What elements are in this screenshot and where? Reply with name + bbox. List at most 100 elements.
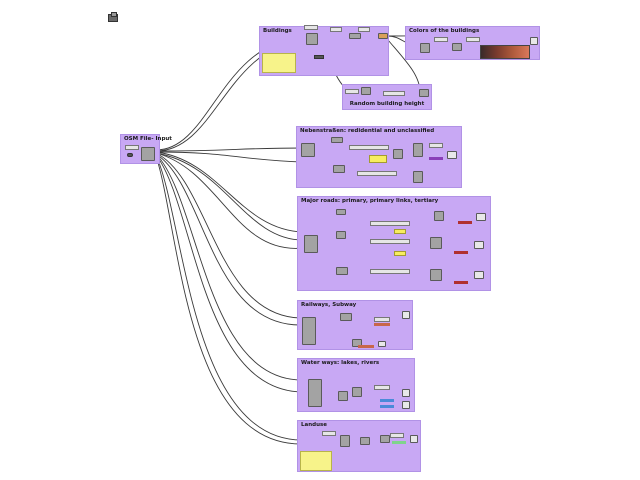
curve-param[interactable]: [314, 55, 324, 59]
param-label[interactable]: [383, 91, 405, 96]
color-swatch[interactable]: [458, 221, 472, 224]
color-swatch[interactable]: [454, 281, 468, 284]
wire: [155, 151, 304, 163]
wire: [155, 147, 304, 152]
group-title: Nebenstraßen: redidential and unclassifi…: [300, 128, 435, 134]
preview-component[interactable]: [476, 213, 486, 221]
filter-component[interactable]: [308, 379, 322, 407]
group-railways[interactable]: Railways, Subway: [297, 300, 413, 350]
param-label[interactable]: [322, 431, 336, 436]
param-label[interactable]: [370, 221, 410, 226]
param-label[interactable]: [304, 25, 318, 30]
file-path-param[interactable]: [125, 145, 139, 150]
pipe-component[interactable]: [413, 143, 423, 157]
construct-component[interactable]: [419, 89, 429, 97]
select-component[interactable]: [340, 313, 352, 321]
preview-component[interactable]: [530, 37, 538, 45]
group-osm-input[interactable]: OSM File- Input: [120, 134, 172, 164]
color-swatch[interactable]: [429, 157, 443, 160]
param-label[interactable]: [370, 239, 410, 244]
select-component[interactable]: [336, 209, 346, 215]
param-label[interactable]: [345, 89, 359, 94]
param-label[interactable]: [390, 433, 404, 438]
filter-component[interactable]: [304, 235, 318, 253]
join-component[interactable]: [393, 149, 403, 159]
file-input-node[interactable]: [127, 153, 133, 157]
select-component[interactable]: [333, 165, 345, 173]
join-component[interactable]: [430, 237, 442, 249]
extrude-component[interactable]: [349, 33, 361, 39]
group-buildings[interactable]: Buildings: [259, 25, 389, 76]
filter-component[interactable]: [306, 33, 318, 45]
param-label[interactable]: [370, 269, 410, 274]
group-random-height[interactable]: Random building height: [342, 84, 432, 110]
wire: [155, 152, 304, 241]
select-component[interactable]: [338, 391, 348, 401]
color-swatch[interactable]: [380, 405, 394, 408]
filter-component[interactable]: [340, 435, 350, 447]
param-label[interactable]: [358, 27, 370, 32]
group-title: Major roads: primary, primary links, ter…: [301, 198, 439, 204]
group-water-ways[interactable]: Water ways: lakes, rivers: [297, 358, 415, 412]
yellow-panel[interactable]: [394, 229, 406, 234]
join-component[interactable]: [413, 171, 423, 183]
remap-component[interactable]: [420, 43, 430, 53]
param-label[interactable]: [466, 37, 480, 42]
join-component[interactable]: [380, 435, 390, 443]
param-label[interactable]: [429, 143, 443, 148]
select-component[interactable]: [352, 387, 362, 397]
group-title: Buildings: [263, 28, 292, 34]
param-label[interactable]: [374, 385, 390, 390]
wire: [155, 153, 303, 381]
join-component[interactable]: [434, 211, 444, 221]
group-title: Random building height: [349, 101, 425, 107]
yellow-panel[interactable]: [369, 155, 387, 163]
toolbar-icon[interactable]: [108, 12, 118, 22]
select-component[interactable]: [336, 231, 346, 239]
color-swatch[interactable]: [392, 441, 406, 444]
filter-component[interactable]: [301, 143, 315, 157]
random-component[interactable]: [361, 87, 371, 95]
preview-component[interactable]: [402, 401, 410, 409]
color-gradient-swatch[interactable]: [480, 45, 530, 59]
wire: [155, 154, 303, 441]
yellow-panel[interactable]: [394, 251, 406, 256]
filter-component[interactable]: [302, 317, 316, 345]
wire: [155, 151, 304, 233]
osm-parse-component[interactable]: [141, 147, 155, 161]
param-label[interactable]: [374, 317, 390, 322]
param-label[interactable]: [357, 171, 397, 176]
group-title: Water ways: lakes, rivers: [301, 360, 380, 366]
color-swatch[interactable]: [380, 399, 394, 402]
select-component[interactable]: [336, 267, 348, 275]
preview-component[interactable]: [402, 311, 410, 319]
group-colors[interactable]: Colors of the buildings: [405, 26, 540, 60]
param-label[interactable]: [349, 145, 389, 150]
gradient-component[interactable]: [452, 43, 462, 51]
select-component[interactable]: [331, 137, 343, 143]
group-nebenstrassen[interactable]: Nebenstraßen: redidential and unclassifi…: [296, 126, 462, 188]
preview-component[interactable]: [410, 435, 418, 443]
preview-component[interactable]: [447, 151, 457, 159]
preview-component[interactable]: [474, 241, 484, 249]
select-component[interactable]: [360, 437, 370, 445]
wire: [155, 152, 304, 249]
select-component[interactable]: [352, 339, 362, 347]
color-swatch[interactable]: [374, 323, 390, 326]
param-label[interactable]: [330, 27, 342, 32]
preview-component[interactable]: [378, 341, 386, 347]
preview-component[interactable]: [474, 271, 484, 279]
preview-component[interactable]: [402, 389, 410, 397]
group-major-roads[interactable]: Major roads: primary, primary links, ter…: [297, 196, 491, 291]
color-swatch[interactable]: [358, 345, 374, 348]
param-label[interactable]: [434, 37, 448, 42]
move-component[interactable]: [378, 33, 388, 39]
group-landuse[interactable]: Landuse: [297, 420, 421, 472]
color-swatch[interactable]: [454, 251, 468, 254]
yellow-panel[interactable]: [300, 451, 332, 471]
group-title: Colors of the buildings: [409, 28, 480, 34]
join-component[interactable]: [430, 269, 442, 281]
wire: [155, 153, 301, 326]
yellow-panel[interactable]: [262, 53, 296, 73]
